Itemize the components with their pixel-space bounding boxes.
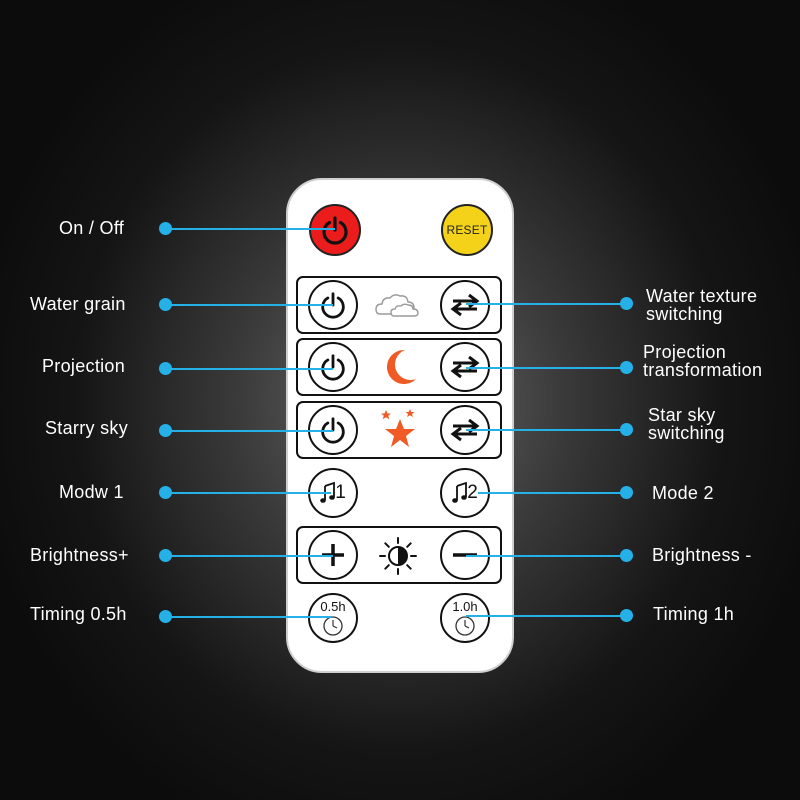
label-on-off: On / Off xyxy=(59,218,125,238)
music-note-icon xyxy=(452,482,468,503)
reset-button[interactable]: RESET xyxy=(441,204,493,256)
label-projection-transformation: Projection transformation xyxy=(643,343,762,379)
clock-icon xyxy=(455,616,475,636)
callout-line xyxy=(165,492,331,494)
label-mode-2: Mode 2 xyxy=(652,483,714,503)
timer-1h-label: 1.0h xyxy=(452,599,478,614)
label-timing-1h: Timing 1h xyxy=(653,604,735,624)
label-brightness-minus: Brightness - xyxy=(652,545,752,565)
switch-arrows-icon xyxy=(450,293,480,317)
reset-label: RESET xyxy=(446,223,488,237)
label-star-sky-switching: Star sky switching xyxy=(648,406,725,442)
label-line: Star sky xyxy=(648,405,716,425)
callout-dot xyxy=(620,549,633,562)
label-line: transformation xyxy=(643,360,763,380)
callout-dot xyxy=(620,297,633,310)
callout-dot xyxy=(620,609,633,622)
label-water-grain: Water grain xyxy=(30,294,126,314)
mode-1-number: 1 xyxy=(335,482,346,503)
timer-1h-button[interactable]: 1.0h xyxy=(440,593,490,643)
label-projection: Projection xyxy=(42,356,126,376)
label-line: Projection xyxy=(643,342,727,362)
callout-line xyxy=(165,430,333,432)
power-icon xyxy=(321,417,345,444)
callout-line xyxy=(165,616,331,618)
label-line: switching xyxy=(646,304,723,324)
stars-icon xyxy=(378,409,420,451)
label-water-texture-switching: Water texture switching xyxy=(646,287,757,323)
mode-2-number: 2 xyxy=(467,482,478,503)
timer-05h-button[interactable]: 0.5h xyxy=(308,593,358,643)
power-icon xyxy=(321,292,345,319)
sun-half-icon xyxy=(378,536,418,576)
moon-icon xyxy=(383,347,419,387)
callout-dot xyxy=(620,486,633,499)
water-texture-switch-button[interactable] xyxy=(440,280,490,330)
power-button[interactable] xyxy=(309,204,361,256)
callout-line xyxy=(478,492,626,494)
callout-line xyxy=(165,368,333,370)
callout-line xyxy=(466,429,626,431)
projection-transform-button[interactable] xyxy=(440,342,490,392)
callout-line xyxy=(165,228,335,230)
power-icon xyxy=(321,354,345,381)
label-timing-05h: Timing 0.5h xyxy=(30,604,127,624)
callout-dot xyxy=(620,361,633,374)
projection-button[interactable] xyxy=(308,342,358,392)
power-icon xyxy=(322,216,348,245)
label-starry-sky: Starry sky xyxy=(45,418,129,438)
callout-line xyxy=(466,367,626,369)
callout-line xyxy=(165,555,333,557)
callout-line xyxy=(466,303,626,305)
label-line: Water texture xyxy=(646,286,758,306)
label-line: switching xyxy=(648,423,725,443)
timer-05h-label: 0.5h xyxy=(320,599,346,614)
label-brightness-plus: Brightness+ xyxy=(30,545,129,565)
callout-line xyxy=(466,615,626,617)
cloud-icon xyxy=(374,290,422,320)
callout-line xyxy=(165,304,333,306)
label-mode-1: Modw 1 xyxy=(59,482,124,502)
clock-icon xyxy=(323,616,343,636)
callout-line xyxy=(466,555,626,557)
callout-dot xyxy=(620,423,633,436)
